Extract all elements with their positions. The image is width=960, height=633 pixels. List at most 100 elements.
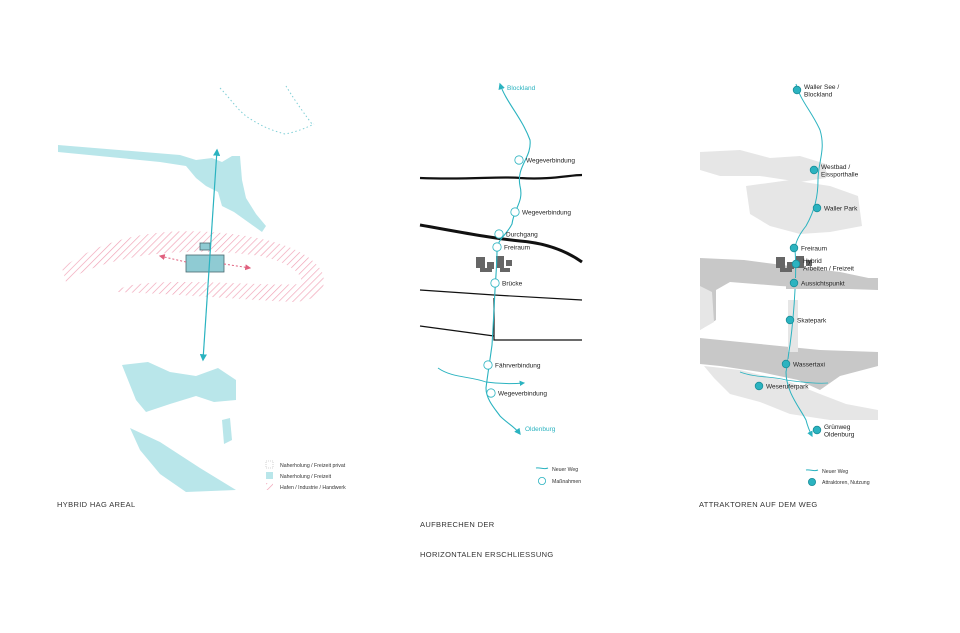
attractor-marker: Freiraum [789,243,827,253]
attractor-dot [792,85,802,95]
attractor-label: Wassertaxi [793,362,825,369]
attractor-marker: Waller Park [812,203,858,213]
measure-label: Wegeverbindung [522,210,571,217]
label-blockland: Blockland [507,85,536,92]
attractor-marker: Waller See /Blockland [792,84,839,99]
measure-circle [494,229,504,239]
legend-panel2: Neuer Weg Maßnahmen [535,467,581,485]
legend-symbol-measure [538,476,547,485]
new-path-line [485,82,531,436]
lower-leisure-area [122,362,236,412]
industry-hatched-area [62,231,324,302]
attractor-dot [812,203,822,213]
grey-block-top [700,150,826,182]
legend-label: Naherholung / Freizeit [280,474,332,480]
attractor-label: Skatepark [797,318,827,325]
measure-marker: Wegeverbindung [510,207,571,217]
measure-label: Durchgang [506,232,538,239]
attractor-label: Waller Park [824,206,858,213]
attractor-highlight [788,359,838,370]
measure-circle [492,242,502,252]
attractor-marker: Aussichtspunkt [786,278,878,289]
grey-band-port-north [700,258,878,330]
legend-label: Neuer Weg [822,469,848,475]
legend-panel1: Naherholung / Freizeit privat Naherholun… [265,460,346,491]
building-cluster [476,256,512,272]
attractor-label: Weseruferpark [766,384,809,391]
attractor-label: Waller See / [804,84,839,91]
road-line-3 [419,289,583,301]
measures-group: WegeverbindungWegeverbindungDurchgangFre… [483,155,575,398]
legend-symbol-new-path [535,467,549,470]
measure-circle [490,278,500,288]
panel-erschliessung: Blockland Oldenburg WegeverbindungWegeve… [419,82,583,485]
attractor-marker: Skatepark [785,315,827,325]
attractor-dot [781,359,791,369]
attractor-label: Eissporthalle [821,172,859,179]
horizontal-link-arrow [158,254,187,263]
branch-path [739,371,829,384]
river-edge-area [130,428,236,492]
attractor-marker: Westbad /Eissporthalle [809,164,859,179]
attractor-label: Aussichtspunkt [801,281,845,288]
skatepark-strip [788,300,798,352]
attractor-dot [812,425,822,435]
attractor-dot [789,278,799,288]
measure-marker: Wegeverbindung [486,388,547,398]
legend-symbol-hatched [266,483,273,490]
legend-label: Attraktoren, Nutzung [822,480,870,486]
attractor-label: Freiraum [801,246,827,253]
measure-label: Wegeverbindung [498,391,547,398]
attractor-highlight [786,278,878,289]
hag-areal-block-small [199,242,211,251]
legend-symbol-dotted [265,460,274,469]
attractor-label: Oldenburg [824,432,855,439]
measure-circle [486,388,496,398]
upper-leisure-area [58,145,266,232]
attractor-dot [809,165,819,175]
grey-block-waller-park [746,180,862,234]
private-leisure-dotted-line [219,85,315,135]
measure-label: Freiraum [504,245,530,252]
horizontal-link-arrow [223,263,252,271]
caption-panel2-line1: AUFBRECHEN DER [420,520,495,529]
vertical-connection-arrow [199,148,221,362]
attractor-dot [791,259,801,269]
attractor-label: Hybrid [803,258,822,265]
legend-symbol-attractor [808,477,817,486]
attractor-dot [789,243,799,253]
building-cluster [776,256,812,272]
panel-hybrid-hag-areal: Naherholung / Freizeit privat Naherholun… [58,85,346,492]
ferry-branch [437,367,526,387]
road-line-1 [419,173,583,180]
measure-marker: Durchgang [494,229,538,239]
measure-circle [483,360,493,370]
attractor-label: Grünweg [824,424,851,431]
caption-panel3: ATTRAKTOREN AUF DEM WEG [699,500,818,509]
measure-marker: Freiraum [492,242,530,252]
measure-label: Brücke [502,281,523,288]
caption-panel1: HYBRID HAG AREAL [57,500,136,509]
attractor-label: Arbeiten / Freizeit [803,266,854,273]
attractor-dot [754,381,764,391]
measure-circle [510,207,520,217]
attractor-dot [785,315,795,325]
caption-panel2: AUFBRECHEN DER HORIZONTALEN ERSCHLIESSUN… [420,500,554,570]
legend-label: Naherholung / Freizeit privat [280,463,346,469]
caption-panel2-line2: HORIZONTALEN ERSCHLIESSUNG [420,550,554,559]
measure-label: Wegeverbindung [526,158,575,165]
measure-circle [514,155,524,165]
label-oldenburg: Oldenburg [525,426,556,433]
hag-areal-block [185,254,225,273]
road-line-4 [419,298,582,341]
attractor-label: Westbad / [821,164,850,171]
legend-symbol-teal [266,472,273,479]
measure-marker: Wegeverbindung [514,155,575,165]
legend-panel3: Neuer Weg Attraktoren, Nutzung [805,469,870,486]
attractor-marker: Weseruferpark [754,381,809,391]
